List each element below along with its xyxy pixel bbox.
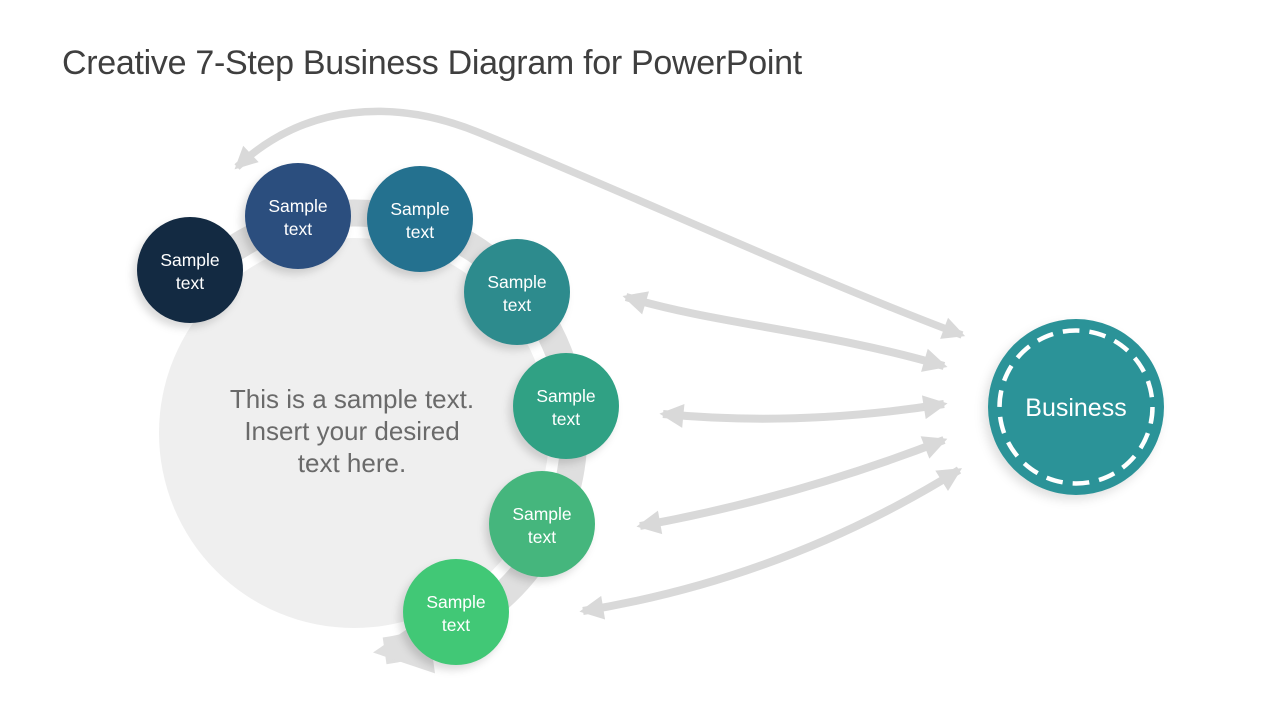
step-circle-2: Sample text (245, 163, 351, 269)
center-text-line-1: This is a sample text. (230, 384, 474, 414)
step-1-label-line-2: text (176, 273, 204, 293)
cycle-swoosh-arrow (234, 107, 966, 339)
step-4-label-line-2: text (503, 295, 531, 315)
business-shape (988, 319, 1164, 495)
step-7-label-line-1: Sample (426, 592, 485, 612)
step-7-shape (403, 559, 509, 665)
step-circle-4: Sample text (464, 239, 570, 345)
connector-arrow-step6-business (636, 436, 948, 535)
step-6-label-line-1: Sample (512, 504, 571, 524)
step-circle-3: Sample text (367, 166, 473, 272)
business-dashed-border (997, 328, 1155, 486)
step-3-label-line-2: text (406, 222, 434, 242)
step-2-shape (245, 163, 351, 269)
center-placeholder-text: This is a sample text. Insert your desir… (230, 384, 474, 478)
step-4-shape (464, 239, 570, 345)
step-7-label-line-2: text (442, 615, 470, 635)
step-4-label-line-1: Sample (487, 272, 546, 292)
center-text-line-3: text here. (298, 448, 406, 478)
business-node: Business (988, 319, 1164, 495)
connector-arrow-step5-business (659, 395, 948, 428)
connector-arrow-step4-business (622, 291, 948, 372)
step-circle-7: Sample text (403, 559, 509, 665)
step-1-label-line-1: Sample (160, 250, 219, 270)
step-3-label-line-1: Sample (390, 199, 449, 219)
step-1-shape (137, 217, 243, 323)
step-5-label-line-2: text (552, 409, 580, 429)
step-5-shape (513, 353, 619, 459)
business-label: Business (1025, 394, 1126, 422)
step-circle-6: Sample text (489, 471, 595, 577)
step-2-label-line-2: text (284, 219, 312, 239)
step-2-label-line-1: Sample (268, 196, 327, 216)
step-6-label-line-2: text (528, 527, 556, 547)
step-3-shape (367, 166, 473, 272)
step-6-shape (489, 471, 595, 577)
connector-arrow-step7-business (579, 466, 963, 620)
step-circle-1: Sample text (137, 217, 243, 323)
step-circle-5: Sample text (513, 353, 619, 459)
center-text-line-2: Insert your desired (244, 416, 459, 446)
step-5-label-line-1: Sample (536, 386, 595, 406)
slide-title: Creative 7-Step Business Diagram for Pow… (62, 44, 802, 82)
